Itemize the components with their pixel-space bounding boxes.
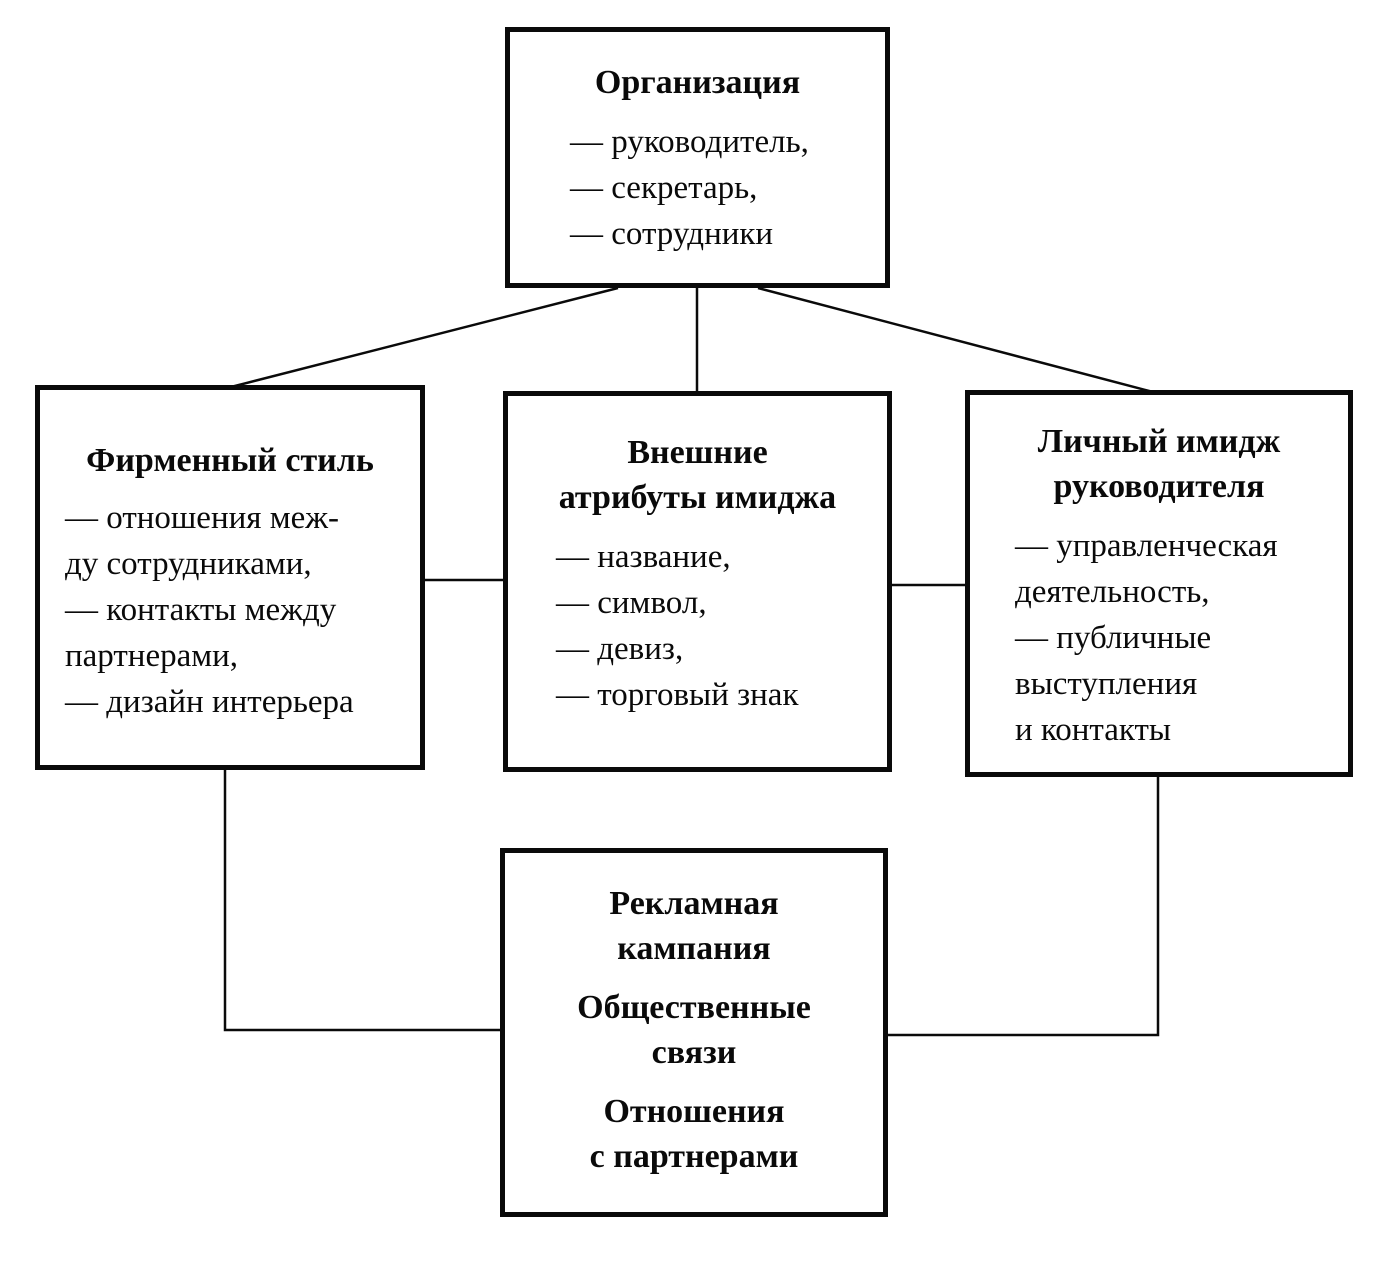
advertising-campaign-label: Рекламная кампания <box>609 885 779 967</box>
corporate-style-box: Фирменный стиль — отношения меж- ду сотр… <box>35 385 425 770</box>
public-relations-label: Общественные связи <box>577 989 811 1071</box>
external-attributes-box: Внешние атрибуты имиджа — название, — си… <box>503 391 892 772</box>
corporate-style-title: Фирменный стиль <box>86 442 374 479</box>
external-attributes-title: Внешние атрибуты имиджа <box>558 434 837 516</box>
external-attributes-items: — название, — символ, — девиз, — торговы… <box>556 539 799 713</box>
connector-personal-image-to-communications <box>885 775 1160 1037</box>
connector-organization-to-personal-image <box>757 286 1154 394</box>
organization-title: Организация <box>594 64 801 101</box>
connector-organization-to-corporate-style <box>226 286 619 390</box>
communications-box: Рекламная кампания Общественные связи От… <box>500 848 888 1217</box>
organization-items: — руководитель, — секретарь, — сотрудник… <box>570 124 809 252</box>
connector-corporate-style-to-communications <box>223 768 503 1032</box>
corporate-style-items: — отношения меж- ду сотрудниками, — конт… <box>65 500 354 720</box>
personal-image-title: Личный имидж руководителя <box>1037 423 1281 505</box>
partner-relations-label: Отношения с партнерами <box>589 1093 799 1175</box>
personal-image-box: Личный имидж руководителя — управленческ… <box>965 390 1353 777</box>
organization-box: Организация — руководитель, — секретарь,… <box>505 27 890 288</box>
personal-image-items: — управленческая деятельность, — публичн… <box>1015 528 1278 748</box>
